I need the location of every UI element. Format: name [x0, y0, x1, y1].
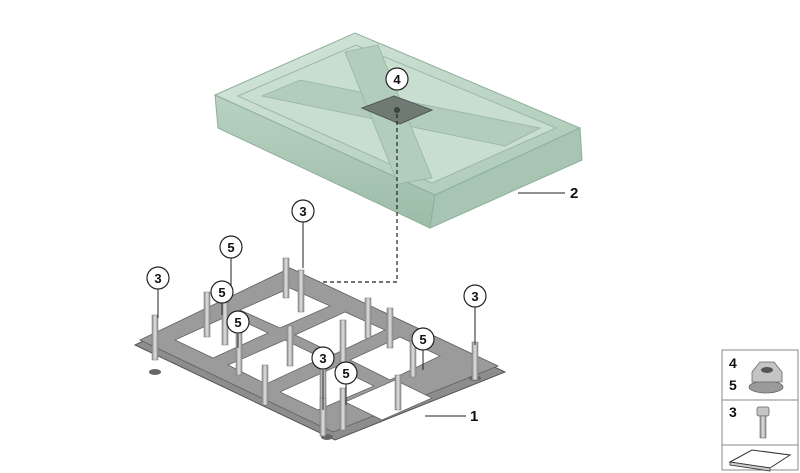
callout-nut-c: 5	[226, 310, 250, 334]
leader-lines	[157, 192, 565, 417]
callout-cover-nut: 4	[385, 67, 409, 91]
callout-nut-b: 5	[210, 280, 234, 304]
callout-label: 5	[227, 240, 234, 255]
legend-row1-bottom: 5	[729, 377, 737, 393]
callout-label: 5	[218, 285, 225, 300]
callout-label: 3	[319, 351, 326, 366]
callout-bolt-top: 3	[291, 199, 315, 223]
callout-label: 3	[471, 289, 478, 304]
bolt-icon	[756, 406, 770, 439]
battery-cover	[213, 32, 583, 229]
callout-label: 5	[234, 315, 241, 330]
flange-nut-icon	[748, 361, 784, 394]
callout-label: 3	[299, 204, 306, 219]
callout-bolt-center: 3	[311, 346, 335, 370]
part-label-cover: 2	[570, 185, 578, 202]
callout-label: 4	[393, 72, 401, 87]
callout-nut-d: 5	[411, 327, 435, 351]
parts-legend: 4 5 3	[721, 349, 799, 472]
callout-bolt-left: 3	[146, 266, 170, 290]
callout-nut-e: 5	[334, 361, 358, 385]
callout-label: 5	[419, 332, 426, 347]
legend-row1-top: 4	[729, 355, 737, 371]
frame-studs	[151, 257, 479, 437]
callout-label: 3	[154, 271, 161, 286]
callout-bolt-right: 3	[463, 284, 487, 308]
plate-icon	[728, 449, 792, 472]
legend-row2: 3	[729, 404, 737, 420]
part-label-frame: 1	[470, 408, 478, 425]
callout-nut-a: 5	[219, 235, 243, 259]
callout-label: 5	[342, 366, 349, 381]
